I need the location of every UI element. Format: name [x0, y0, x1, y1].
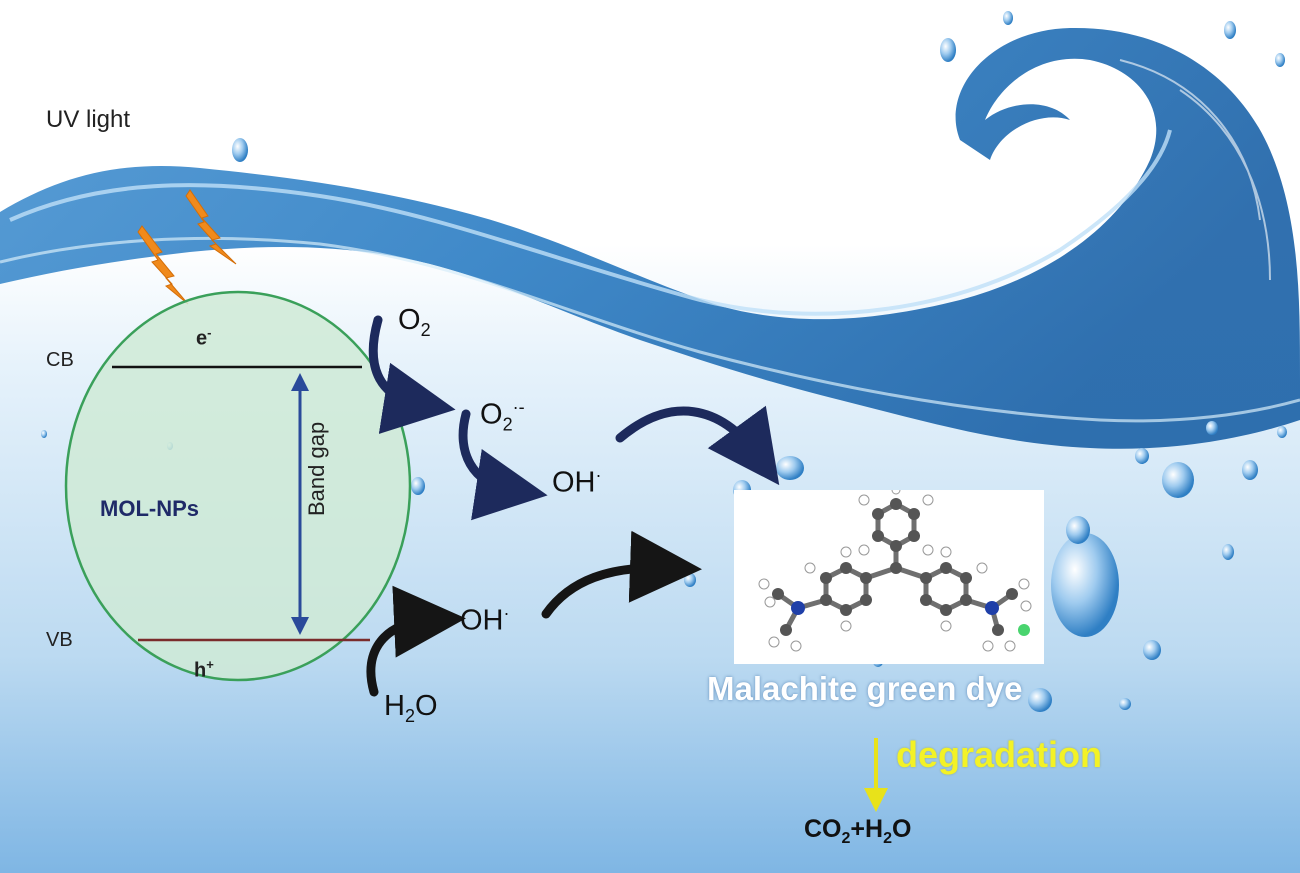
malachite-green-molecule-icon — [734, 490, 1044, 664]
hydroxyl-top-dot: · — [595, 465, 602, 485]
oxygen-label: O2 — [398, 306, 431, 339]
oxygen-symbol: O — [398, 304, 421, 336]
valence-band-label: VB — [46, 629, 73, 651]
superoxide-symbol: O — [480, 398, 503, 431]
hydroxyl-top-symbol: OH — [552, 466, 596, 499]
water-wave-highlight — [1119, 59, 1271, 281]
arrow-superoxide-to-hydroxyl — [458, 409, 548, 521]
products-label: CO2+H2O — [804, 817, 911, 847]
products-o: O — [891, 815, 912, 843]
electron-label: e- — [196, 326, 211, 349]
band-gap-label: Band gap — [304, 421, 329, 516]
hole-symbol: h — [194, 659, 207, 682]
water-o: O — [414, 690, 438, 722]
hole-charge: + — [206, 657, 214, 672]
nanoparticle-label: MOL-NPs — [100, 496, 199, 521]
conduction-band-label: CB — [46, 349, 74, 371]
superoxide-charge: ·- — [512, 397, 525, 417]
products-co-subscript: 2 — [841, 830, 851, 847]
water-h: H — [384, 690, 405, 722]
electron-symbol: e — [196, 327, 208, 350]
hole-label: h+ — [194, 658, 214, 681]
hydroxyl-radical-bottom-label: OH· — [460, 604, 510, 636]
hydroxyl-bottom-dot: · — [503, 603, 510, 623]
products-h-subscript: 2 — [883, 830, 892, 847]
hydroxyl-bottom-symbol: OH — [460, 604, 504, 637]
degradation-label: degradation — [896, 734, 1103, 775]
arrow-hydroxyl-to-dye — [615, 405, 780, 486]
superoxide-subscript: 2 — [502, 414, 513, 435]
electron-charge: - — [207, 325, 212, 340]
oxygen-subscript: 2 — [420, 319, 431, 340]
products-co: CO — [804, 815, 842, 843]
hydroxyl-radical-top-label: OH· — [552, 466, 602, 498]
superoxide-label: O2·- — [480, 398, 525, 433]
splash-droplets — [232, 11, 1285, 162]
arrow-hydroxyl-to-dye-bottom — [541, 530, 702, 619]
products-h: +H — [850, 815, 884, 843]
water-label: H2O — [384, 692, 438, 725]
uv-light-label: UV light — [46, 106, 131, 133]
water-subscript: 2 — [404, 705, 415, 726]
arrow-water-to-hydroxyl — [366, 585, 466, 697]
dye-name-label: Malachite green dye — [707, 670, 1023, 707]
water-wave-highlight — [9, 129, 1172, 316]
nanoparticle-ellipse — [64, 290, 412, 682]
water-wave — [0, 27, 1300, 449]
lightning-bolt-icon — [137, 189, 237, 305]
arrow-o2-to-superoxide — [368, 315, 456, 434]
